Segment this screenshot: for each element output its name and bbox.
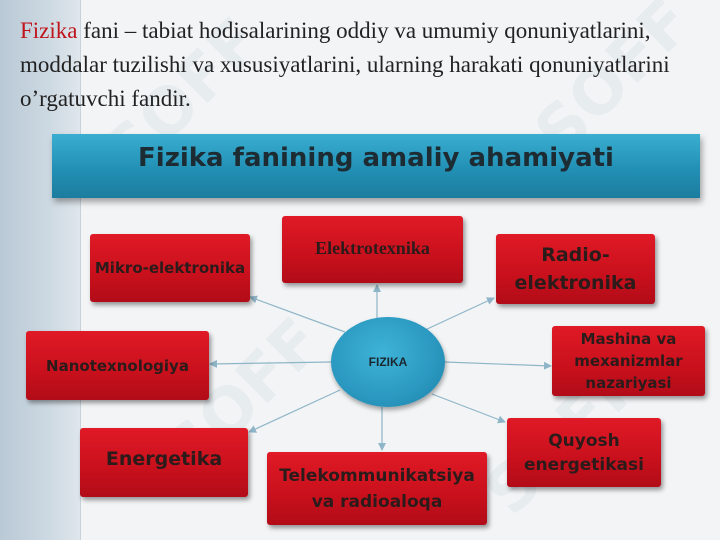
node-mashina-nazariyasi: Mashina va mexanizmlar nazariyasi	[552, 326, 705, 396]
arrow-to-quyosh	[431, 393, 506, 424]
node-label: Mikro-elektronika	[94, 259, 246, 277]
node-nanotexnologiya: Nanotexnologiya	[26, 331, 209, 400]
arrow-to-nano	[209, 359, 332, 368]
left-decorative-strip	[0, 0, 81, 540]
node-label: Quyosh energetikasi	[524, 430, 644, 475]
node-radioelektronika: Radio-elektronika	[496, 234, 655, 304]
central-hub: FIZIKA	[331, 317, 445, 407]
node-label: Nanotexnologiya	[46, 356, 189, 375]
node-label: Radio-elektronika	[514, 244, 637, 294]
banner-title: Fizika fanining amaliy ahamiyati	[138, 143, 614, 173]
node-label: Telekommunikatsiya va radioaloqa	[279, 465, 475, 512]
intro-highlight: Fizika	[20, 18, 78, 43]
node-mikroelektronika: Mikro-elektronika	[90, 234, 250, 302]
arrow-to-mashina	[444, 361, 552, 370]
node-label: Mashina va mexanizmlar nazariyasi	[574, 330, 683, 392]
node-telekommunikatsiya: Telekommunikatsiya va radioaloqa	[267, 452, 487, 525]
arrow-to-radio	[424, 297, 495, 331]
node-quyosh-energetikasi: Quyosh energetikasi	[507, 418, 661, 487]
arrow-to-energ	[248, 389, 341, 433]
intro-text: fani – tabiat hodisalarining oddiy va um…	[20, 18, 670, 111]
node-label: Energetika	[105, 448, 223, 470]
node-energetika: Energetika	[80, 428, 248, 497]
hub-label: FIZIKA	[368, 355, 408, 369]
arrow-to-mikro	[249, 295, 346, 333]
node-elektrotexnika: Elektrotexnika	[282, 216, 463, 283]
title-banner: Fizika fanining amaliy ahamiyati	[52, 134, 700, 198]
intro-paragraph: Fizika fani – tabiat hodisalarining oddi…	[20, 14, 700, 116]
node-label: Elektrotexnika	[315, 238, 430, 258]
